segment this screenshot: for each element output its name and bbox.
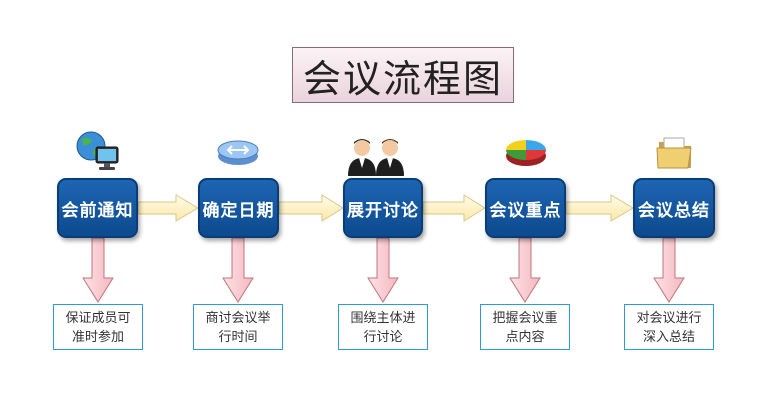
desc-line: 对会议进行	[636, 311, 702, 326]
desc-box-1: 保证成员可 准时参加	[53, 304, 143, 350]
step-box-1: 会前通知	[57, 178, 138, 238]
flow-arrow-3	[422, 194, 486, 222]
globe-computer-icon	[76, 131, 119, 170]
flow-arrow-4	[565, 194, 634, 222]
network-router-icon	[217, 140, 259, 165]
desc-line: 行讨论	[363, 330, 403, 345]
desc-line: 深入总结	[642, 330, 695, 345]
step-box-4: 会议重点	[485, 178, 566, 238]
desc-box-2: 商讨会议举 行时间	[193, 304, 283, 350]
desc-line: 保证成员可	[65, 311, 131, 326]
desc-box-3: 围绕主体进 行讨论	[338, 304, 428, 350]
down-arrow-5	[653, 237, 685, 303]
step-box-2: 确定日期	[198, 178, 279, 238]
folder-icon	[656, 137, 692, 169]
people-icon	[348, 139, 404, 176]
desc-line: 准时参加	[71, 330, 124, 345]
desc-line: 商讨会议举	[205, 311, 271, 326]
down-arrow-2	[222, 237, 254, 303]
desc-box-4: 把握会议重 点内容	[480, 304, 570, 350]
desc-box-5: 对会议进行 深入总结	[624, 304, 714, 350]
step-box-5: 会议总结	[633, 178, 715, 238]
desc-line: 行时间	[218, 330, 258, 345]
down-arrow-3	[367, 237, 399, 303]
flow-arrow-2	[278, 194, 344, 222]
flow-arrow-1	[137, 194, 199, 222]
desc-line: 点内容	[505, 330, 545, 345]
step-box-3: 展开讨论	[343, 178, 423, 238]
down-arrow-1	[82, 237, 114, 303]
down-arrow-4	[509, 237, 541, 303]
diagram-title: 会议流程图	[292, 47, 514, 103]
pie-chart-icon	[506, 140, 546, 166]
desc-line: 围绕主体进	[350, 311, 416, 326]
desc-line: 把握会议重	[492, 311, 558, 326]
